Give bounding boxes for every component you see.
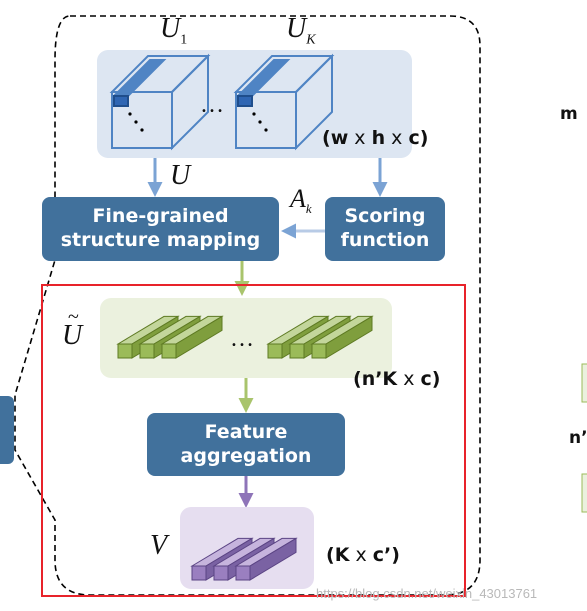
scoring-line1: Scoring — [344, 205, 426, 228]
label-u: U — [170, 160, 191, 191]
left-partial-block — [0, 396, 14, 464]
highlight-region — [41, 284, 466, 597]
label-u-tilde: ~U — [62, 306, 83, 351]
edge-fragment-m: m — [560, 104, 578, 124]
edge-fragment-n: n’ — [569, 428, 587, 448]
scoring-line2: function — [340, 229, 430, 251]
label-uk: UK — [286, 13, 316, 48]
label-ak: Ak — [290, 184, 312, 217]
dim-kc: (K x c’) — [326, 544, 400, 566]
feature-cube-1 — [109, 53, 211, 151]
right-partial-bar-top — [581, 363, 587, 403]
ellipsis-groups: … — [230, 326, 256, 352]
dim-whc: (w x h x c) — [322, 127, 429, 149]
fine-grained-line2: structure mapping — [60, 229, 261, 251]
fine-grained-line1: Fine-grained — [92, 205, 229, 228]
watermark: https://blog.csdn.net/weixin_43013761 — [316, 586, 538, 601]
dim-nkc: (n’K x c) — [353, 368, 441, 390]
feature-cube-k — [233, 53, 335, 151]
tilde-mark: ~ — [68, 306, 79, 328]
feature-map-panel — [97, 50, 412, 158]
ellipsis-cubes: … — [200, 92, 226, 118]
aggregation-line1: Feature — [204, 420, 288, 443]
dashed-module-outline — [14, 15, 481, 596]
aggregation-line2: aggregation — [180, 444, 312, 467]
label-v: V — [150, 530, 168, 561]
aggregated-features-panel — [180, 507, 314, 589]
right-partial-bar-bottom — [581, 473, 587, 513]
label-u1: U1 — [160, 13, 188, 48]
